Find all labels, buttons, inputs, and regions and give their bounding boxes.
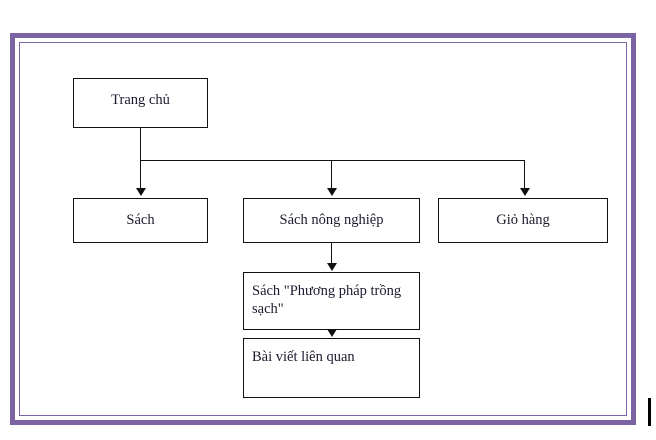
arrowhead-home-to-gio-hang xyxy=(520,188,530,196)
node-sach-label: Sách xyxy=(126,212,155,228)
text-cursor-mark xyxy=(648,398,651,426)
node-gio-hang[interactable]: Giỏ hàng xyxy=(438,198,608,243)
node-trang-chu-label: Trang chủ xyxy=(111,92,170,108)
connector-horizontal-bus xyxy=(140,160,524,161)
connector-home-to-gio-hang xyxy=(524,160,525,190)
connector-home-trunk xyxy=(140,128,141,161)
node-sach-nong-nghiep[interactable]: Sách nông nghiệp xyxy=(243,198,420,243)
arrowhead-home-to-sach-nong-nghiep xyxy=(327,188,337,196)
arrowhead-sach-nong-nghiep-to-phuong-phap xyxy=(327,263,337,271)
node-sach-phuong-phap-trong-sach[interactable]: Sách "Phương pháp trồng sạch" xyxy=(243,272,420,330)
node-sach-nong-nghiep-label: Sách nông nghiệp xyxy=(279,212,384,228)
node-bai-viet-lien-quan[interactable]: Bài viết liên quan xyxy=(243,338,420,398)
connector-sach-nong-nghiep-to-phuong-phap xyxy=(331,243,332,265)
node-sach[interactable]: Sách xyxy=(73,198,208,243)
arrowhead-phuong-phap-to-bai-viet xyxy=(327,329,337,337)
connector-home-to-sach xyxy=(140,160,141,190)
connector-home-to-sach-nong-nghiep xyxy=(331,160,332,190)
node-gio-hang-label: Giỏ hàng xyxy=(496,212,550,228)
node-sach-phuong-phap-trong-sach-label: Sách "Phương pháp trồng sạch" xyxy=(252,283,402,318)
node-trang-chu[interactable]: Trang chủ xyxy=(73,78,208,128)
node-bai-viet-lien-quan-label: Bài viết liên quan xyxy=(252,349,355,365)
arrowhead-home-to-sach xyxy=(136,188,146,196)
